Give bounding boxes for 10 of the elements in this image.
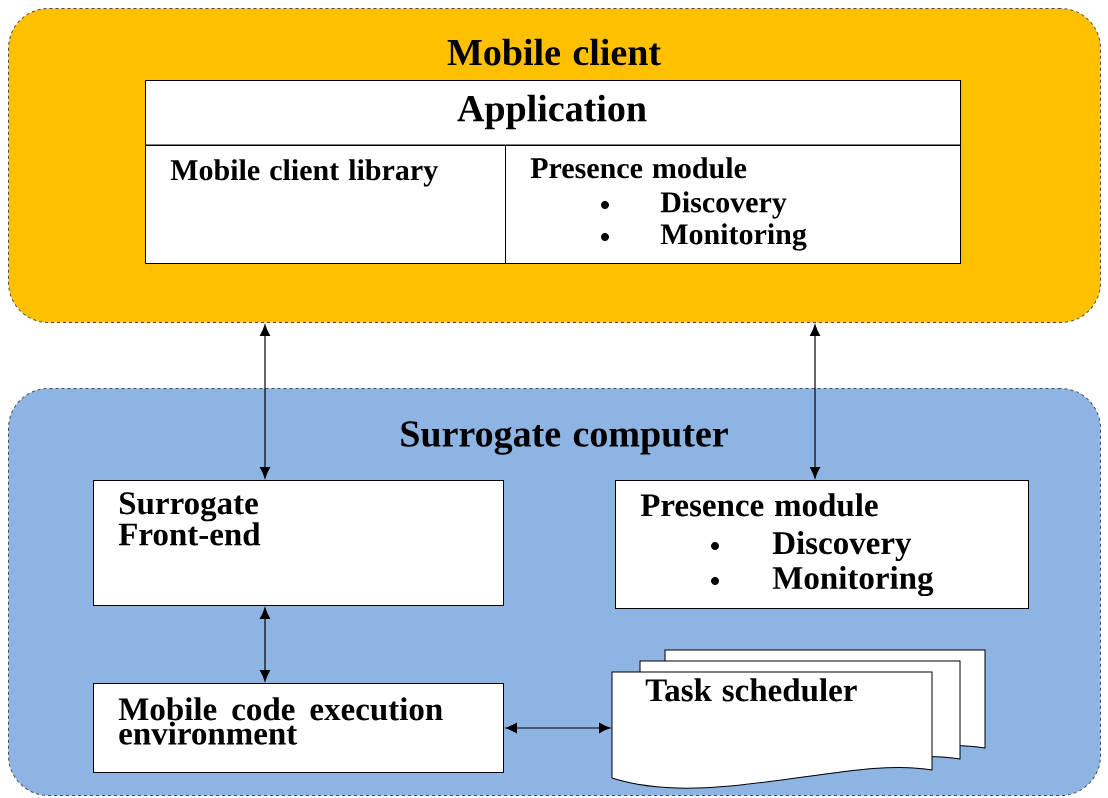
- arrow: [260, 324, 270, 479]
- table-cell: Mobile client library: [145, 145, 506, 264]
- arrow: [810, 324, 820, 479]
- arrow: [505, 723, 611, 733]
- process-box: Surrogate Front-end: [93, 480, 504, 606]
- document-stack: Task scheduler: [611, 649, 986, 789]
- table-cell: Presence module Discovery Monitoring: [505, 145, 961, 264]
- process-box: Mobile code execution environment: [93, 683, 504, 773]
- arrow: [260, 607, 270, 682]
- process-box: Presence module Discovery Monitoring: [615, 480, 1029, 609]
